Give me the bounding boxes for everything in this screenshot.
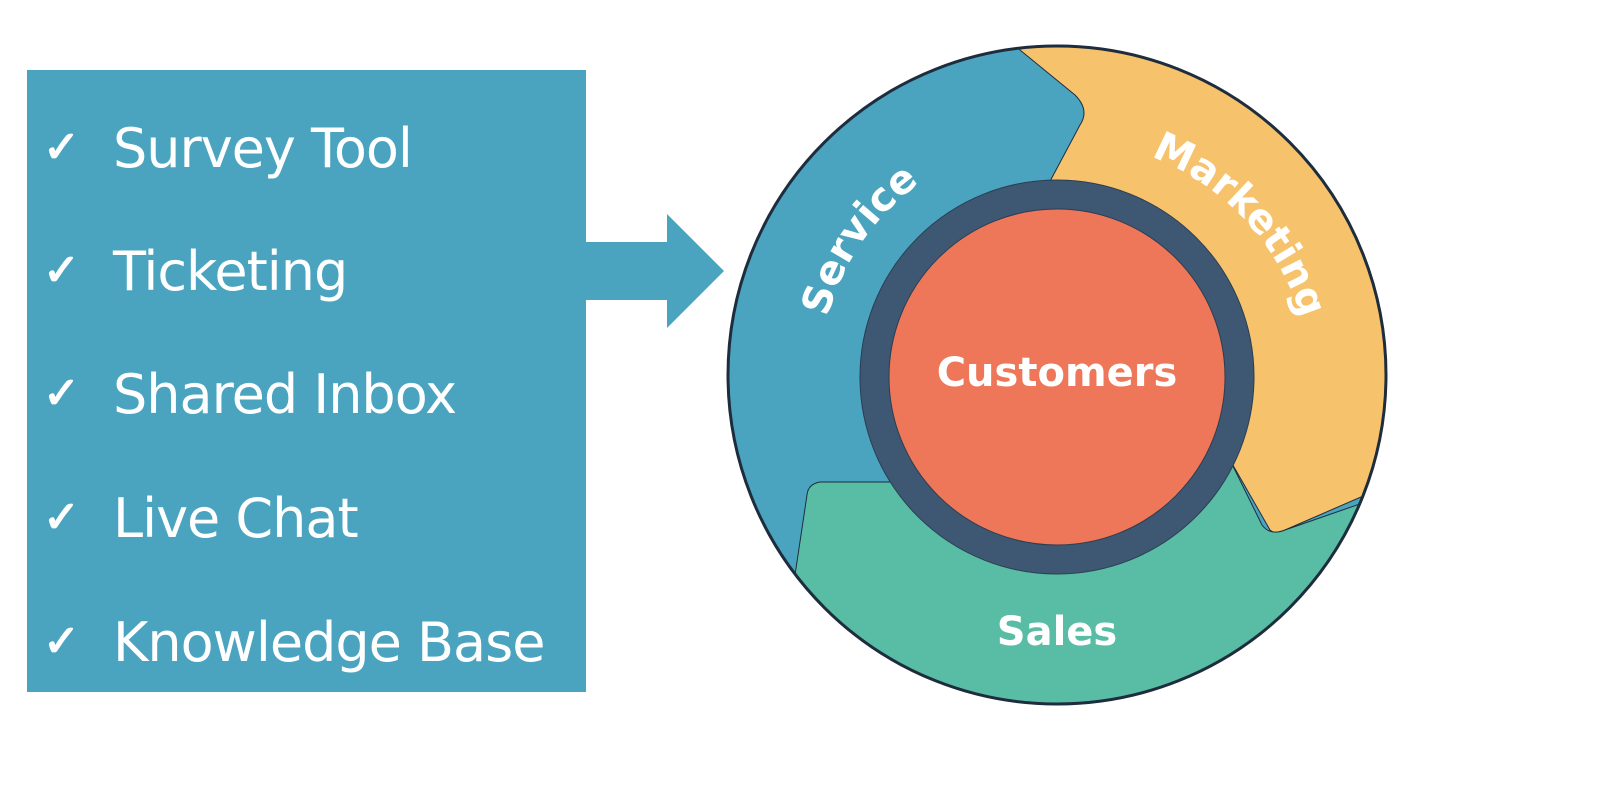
arrow-right-icon	[586, 214, 724, 328]
checkmark-icon: ✓	[43, 122, 80, 173]
feature-label: Shared Inbox	[113, 362, 457, 426]
feature-item-knowledge-base: ✓ Knowledge Base	[41, 602, 545, 682]
feature-label: Live Chat	[113, 486, 359, 550]
checkmark-icon: ✓	[43, 368, 80, 419]
feature-label: Survey Tool	[113, 116, 413, 180]
checkmark-icon: ✓	[43, 492, 80, 543]
feature-label: Knowledge Base	[113, 610, 545, 674]
center-label: Customers	[937, 350, 1178, 396]
checkmark-icon: ✓	[43, 616, 80, 667]
feature-item-live-chat: ✓ Live Chat	[41, 478, 359, 558]
feature-list-panel: ✓ Survey Tool ✓ Ticketing ✓ Shared Inbox…	[27, 70, 586, 692]
checkmark-icon: ✓	[43, 245, 80, 296]
feature-item-shared-inbox: ✓ Shared Inbox	[41, 354, 457, 434]
feature-item-ticketing: ✓ Ticketing	[41, 231, 348, 311]
feature-item-survey-tool: ✓ Survey Tool	[41, 108, 413, 188]
center-disc	[888, 208, 1226, 546]
segment-label-sales: Sales	[997, 609, 1117, 655]
feature-label: Ticketing	[113, 239, 348, 303]
feature-list: ✓ Survey Tool ✓ Ticketing ✓ Shared Inbox…	[27, 70, 586, 692]
